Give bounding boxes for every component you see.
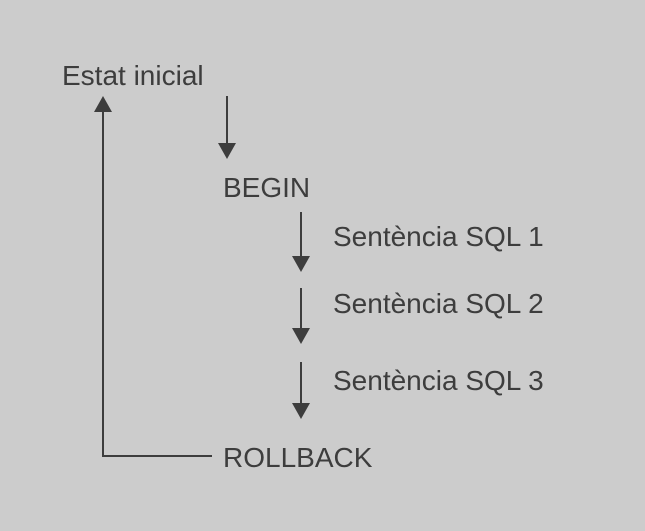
node-estat-inicial: Estat inicial — [62, 60, 204, 91]
node-sql-3: Sentència SQL 3 — [333, 365, 544, 396]
node-sql-2: Sentència SQL 2 — [333, 288, 544, 319]
node-begin: BEGIN — [223, 172, 310, 203]
arrow-rollback-to-initial — [94, 96, 212, 457]
arrow-initial-to-begin — [218, 96, 236, 159]
node-rollback: ROLLBACK — [223, 442, 373, 473]
arrow-sql2-to-sql3 — [292, 362, 310, 419]
arrow-begin-to-sql1 — [292, 212, 310, 272]
arrow-sql1-to-sql2 — [292, 288, 310, 344]
node-sql-1: Sentència SQL 1 — [333, 221, 544, 252]
